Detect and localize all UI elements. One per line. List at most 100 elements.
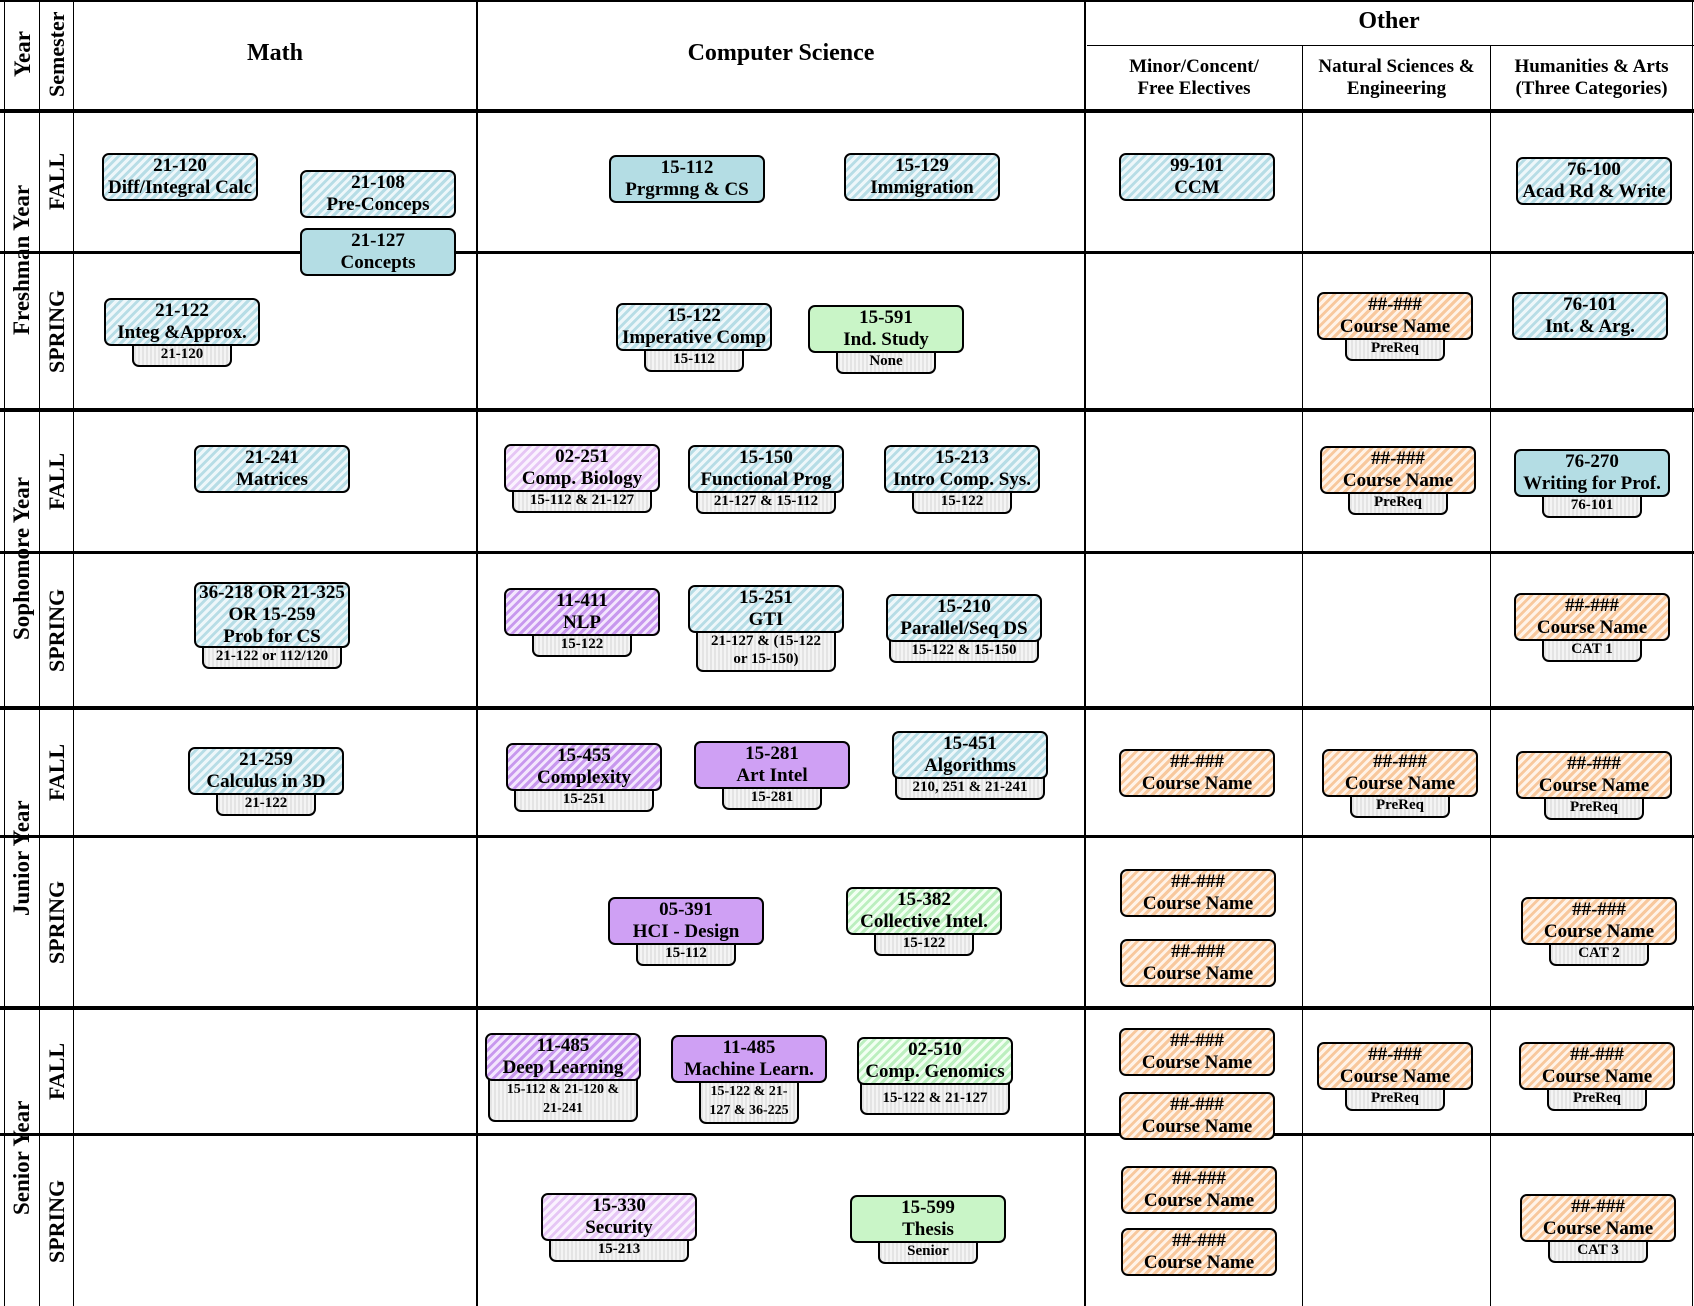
course-box[interactable]: ##-###Course Name	[1120, 939, 1276, 987]
course-card[interactable]: ##-###Course Name PreReq	[1519, 1042, 1675, 1111]
course-box[interactable]: ##-###Course Name	[1119, 749, 1275, 797]
semester-label-spring: SPRING	[44, 1179, 69, 1263]
course-box[interactable]: ##-###Course Name	[1519, 1042, 1675, 1090]
course-card[interactable]: ##-###Course Name PreReq	[1320, 446, 1476, 515]
course-box[interactable]: ##-###Course Name	[1516, 751, 1672, 799]
course-card[interactable]: ##-###Course Name PreReq	[1322, 749, 1478, 818]
course-card[interactable]: ##-###Course Name	[1120, 939, 1276, 987]
course-box[interactable]: ##-###Course Name	[1520, 1194, 1676, 1242]
course-box[interactable]: ##-###Course Name	[1120, 869, 1276, 917]
natsci-header-line-1: Natural Sciences &	[1318, 55, 1475, 77]
course-box[interactable]: ##-###Course Name	[1514, 593, 1670, 641]
course-code: 15-455	[557, 745, 611, 766]
course-card[interactable]: ##-###Course Name	[1121, 1228, 1277, 1276]
course-card[interactable]: ##-###Course Name CAT 1	[1514, 593, 1670, 662]
course-card[interactable]: ##-###Course Name	[1119, 1028, 1275, 1076]
course-box[interactable]: ##-###Course Name	[1521, 897, 1677, 945]
course-card[interactable]: ##-###Course Name	[1119, 1092, 1275, 1140]
course-box[interactable]: ##-###Course Name	[1119, 1092, 1275, 1140]
course-box[interactable]: ##-###Course Name	[1317, 292, 1473, 340]
course-box[interactable]: ##-###Course Name	[1121, 1166, 1277, 1214]
course-card[interactable]: ##-###Course Name CAT 2	[1521, 897, 1677, 966]
course-card[interactable]: ##-###Course Name	[1119, 749, 1275, 797]
course-card[interactable]: ##-###Course Name CAT 3	[1520, 1194, 1676, 1263]
course-box[interactable]: ##-###Course Name	[1119, 1028, 1275, 1076]
course-card[interactable]: ##-###Course Name	[1121, 1166, 1277, 1214]
course-card[interactable]: ##-###Course Name	[1120, 869, 1276, 917]
course-box[interactable]: ##-###Course Name	[1320, 446, 1476, 494]
course-box[interactable]: ##-###Course Name	[1322, 749, 1478, 797]
course-card[interactable]: ##-###Course Name PreReq	[1317, 1042, 1473, 1111]
course-card[interactable]: ##-###Course Name PreReq	[1516, 751, 1672, 820]
prereq-line-2: or 15-150)	[733, 651, 799, 667]
course-code: 21-241	[245, 447, 299, 468]
course-box[interactable]: ##-###Course Name	[1121, 1228, 1277, 1276]
course-box[interactable]: ##-###Course Name	[1317, 1042, 1473, 1090]
course-code: 21-259	[239, 749, 293, 770]
course-card[interactable]: ##-###Course Name PreReq	[1317, 292, 1473, 361]
